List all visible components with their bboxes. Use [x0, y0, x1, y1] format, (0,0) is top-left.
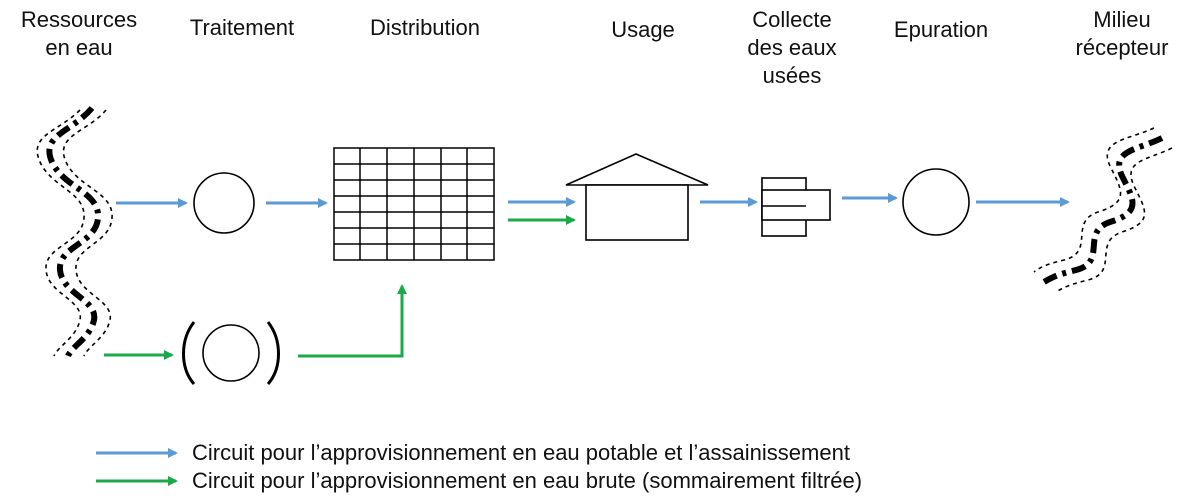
optional-treatment-icon [182, 321, 280, 385]
receiving-river-icon [1033, 127, 1173, 293]
house-icon [565, 153, 709, 241]
purification-circle-icon [902, 168, 970, 236]
arrow-optional-treatment-to-distribution [298, 284, 407, 358]
stage-label-treatment: Traitement [189, 15, 295, 40]
stage-label-usage: Usage [611, 17, 675, 42]
blue-arrows [116, 193, 1070, 208]
stage-label-purification: Epuration [893, 17, 989, 42]
collection-pipe-icon [761, 177, 831, 237]
legend-blue-label: Circuit pour l’approvisionnement en eau … [192, 440, 850, 465]
distribution-grid-icon [333, 147, 495, 261]
green-arrows [104, 215, 576, 360]
river-icon [36, 106, 113, 358]
stage-label-receiving: Milieu récepteur [1075, 7, 1169, 60]
treatment-circle-icon [193, 172, 255, 234]
stage-label-resources: Ressources en eau [20, 7, 138, 60]
stage-label-distribution: Distribution [369, 15, 481, 40]
legend-green-label: Circuit pour l’approvisionnement en eau … [192, 468, 863, 493]
stage-label-collection: Collecte des eaux usées [747, 7, 837, 88]
